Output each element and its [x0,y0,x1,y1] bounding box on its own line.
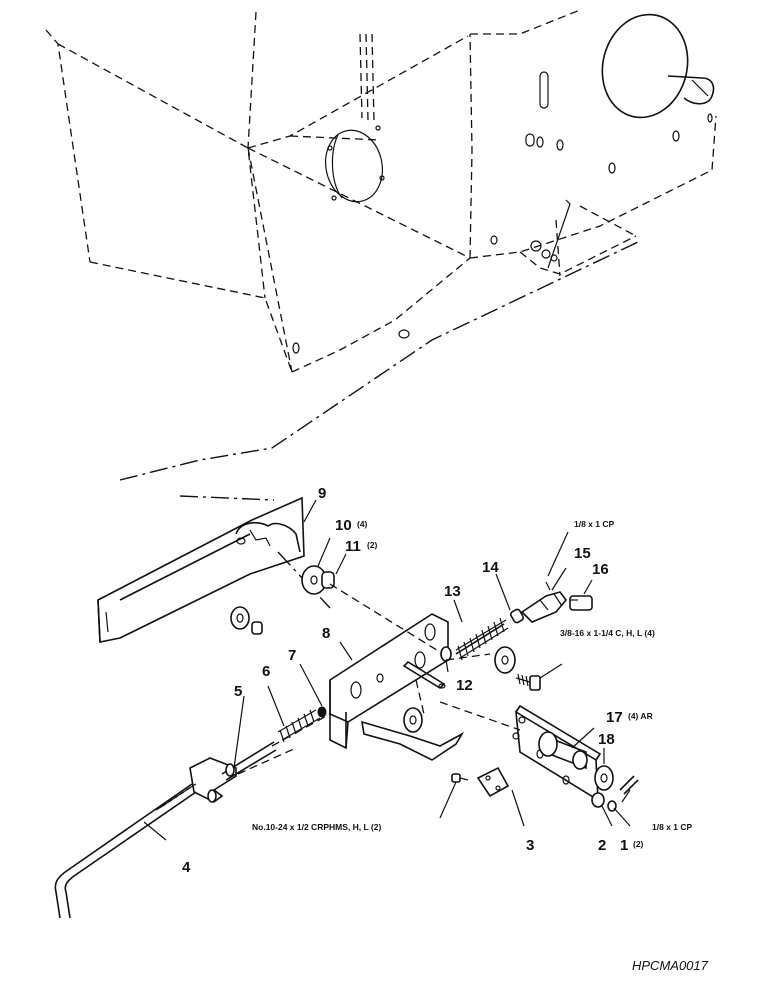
part-7-washer [317,706,327,718]
part-8-plate [329,613,449,750]
part-4-rod [54,783,197,919]
part-6-spring [277,709,321,743]
part-3-plate [476,766,510,798]
part-5-rod [221,713,331,781]
axis-line-11 [329,583,441,653]
callout-4: 4 [182,859,191,876]
part-17-bushing [538,731,588,770]
callout-9: 9 [318,485,326,502]
part-2-bracket [512,704,602,802]
part-9-bracket [97,496,305,643]
bolt-spec-bolt [515,673,541,691]
callout-17: 17 [606,709,623,726]
part-14-nut [509,608,525,624]
callout-1-qty: (2) [633,839,644,849]
axis-line-rod [237,747,297,775]
screw-spec-screw [451,773,469,783]
housing-hardware [530,199,571,269]
leader-lines [143,499,631,841]
callout-3: 3 [526,837,534,854]
figure-id: HPCMA0017 [632,958,709,973]
note-cotter-pin-right: 1/8 x 1 CP [652,822,692,832]
datum-line-main [119,241,639,481]
axis-line-bolt [445,653,491,661]
callout-15: 15 [574,545,591,562]
callout-12: 12 [456,677,473,694]
axis-line-bushing [439,701,521,731]
plate-washer [403,707,423,733]
callout-17-qty: (4) AR [628,711,653,721]
loose-washer-nut [230,606,263,635]
cotter-pin-right [619,775,639,795]
callout-10: 10 [335,517,352,534]
part-13-spring [455,617,509,661]
part-4-clip [189,757,237,803]
part-15-clevis [520,581,568,623]
note-screw-spec: No.10-24 x 1/2 CRPHMS, H, L (2) [252,822,381,832]
housing-slots [292,71,713,354]
part-8-lower-flange [361,720,465,761]
callout-18: 18 [598,731,615,748]
housing-round-opening [325,125,385,203]
callout-5: 5 [234,683,242,700]
callout-11-qty: (2) [367,540,378,550]
callout-16: 16 [592,561,609,578]
callout-1: 1 [620,837,628,854]
callout-11: 11 [345,538,361,555]
callout-8: 8 [322,625,330,642]
callout-13: 13 [444,583,461,600]
bolt-spec-washer [494,646,516,674]
part-1-washer-nut [591,792,617,812]
note-bolt-spec: 3/8-16 x 1-1/4 C, H, L (4) [560,628,655,638]
callout-14: 14 [482,559,499,576]
callout-7: 7 [288,647,296,664]
part-12-pin [402,660,446,690]
note-cotter-pin-top: 1/8 x 1 CP [574,519,614,529]
callout-10-qty: (4) [357,519,368,529]
axis-line-12 [415,679,425,715]
callout-2: 2 [598,837,606,854]
part-16-clevis-pin [569,595,593,611]
callout-6: 6 [262,663,270,680]
housing-hub-flange [601,13,715,119]
machine-housing-outline [45,9,717,373]
part-18-washer [594,765,614,791]
datum-line-bracket [179,495,275,501]
